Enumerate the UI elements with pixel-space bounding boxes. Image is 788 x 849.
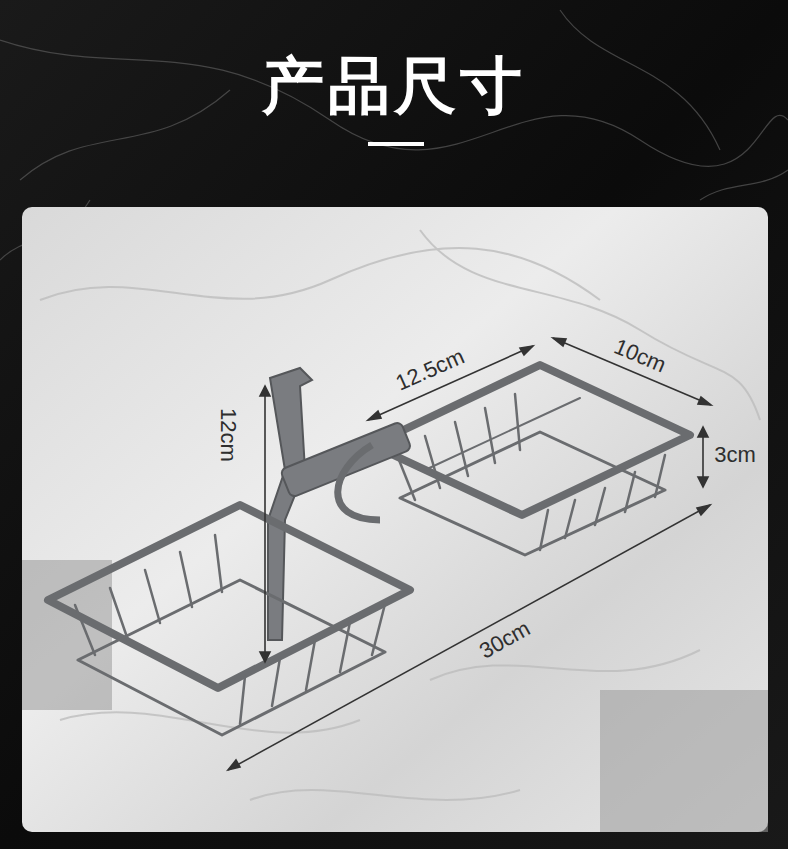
title: 产品尺寸	[262, 44, 526, 128]
dimension-label: 12cm	[215, 408, 241, 462]
dimension-label: 3cm	[714, 442, 756, 468]
